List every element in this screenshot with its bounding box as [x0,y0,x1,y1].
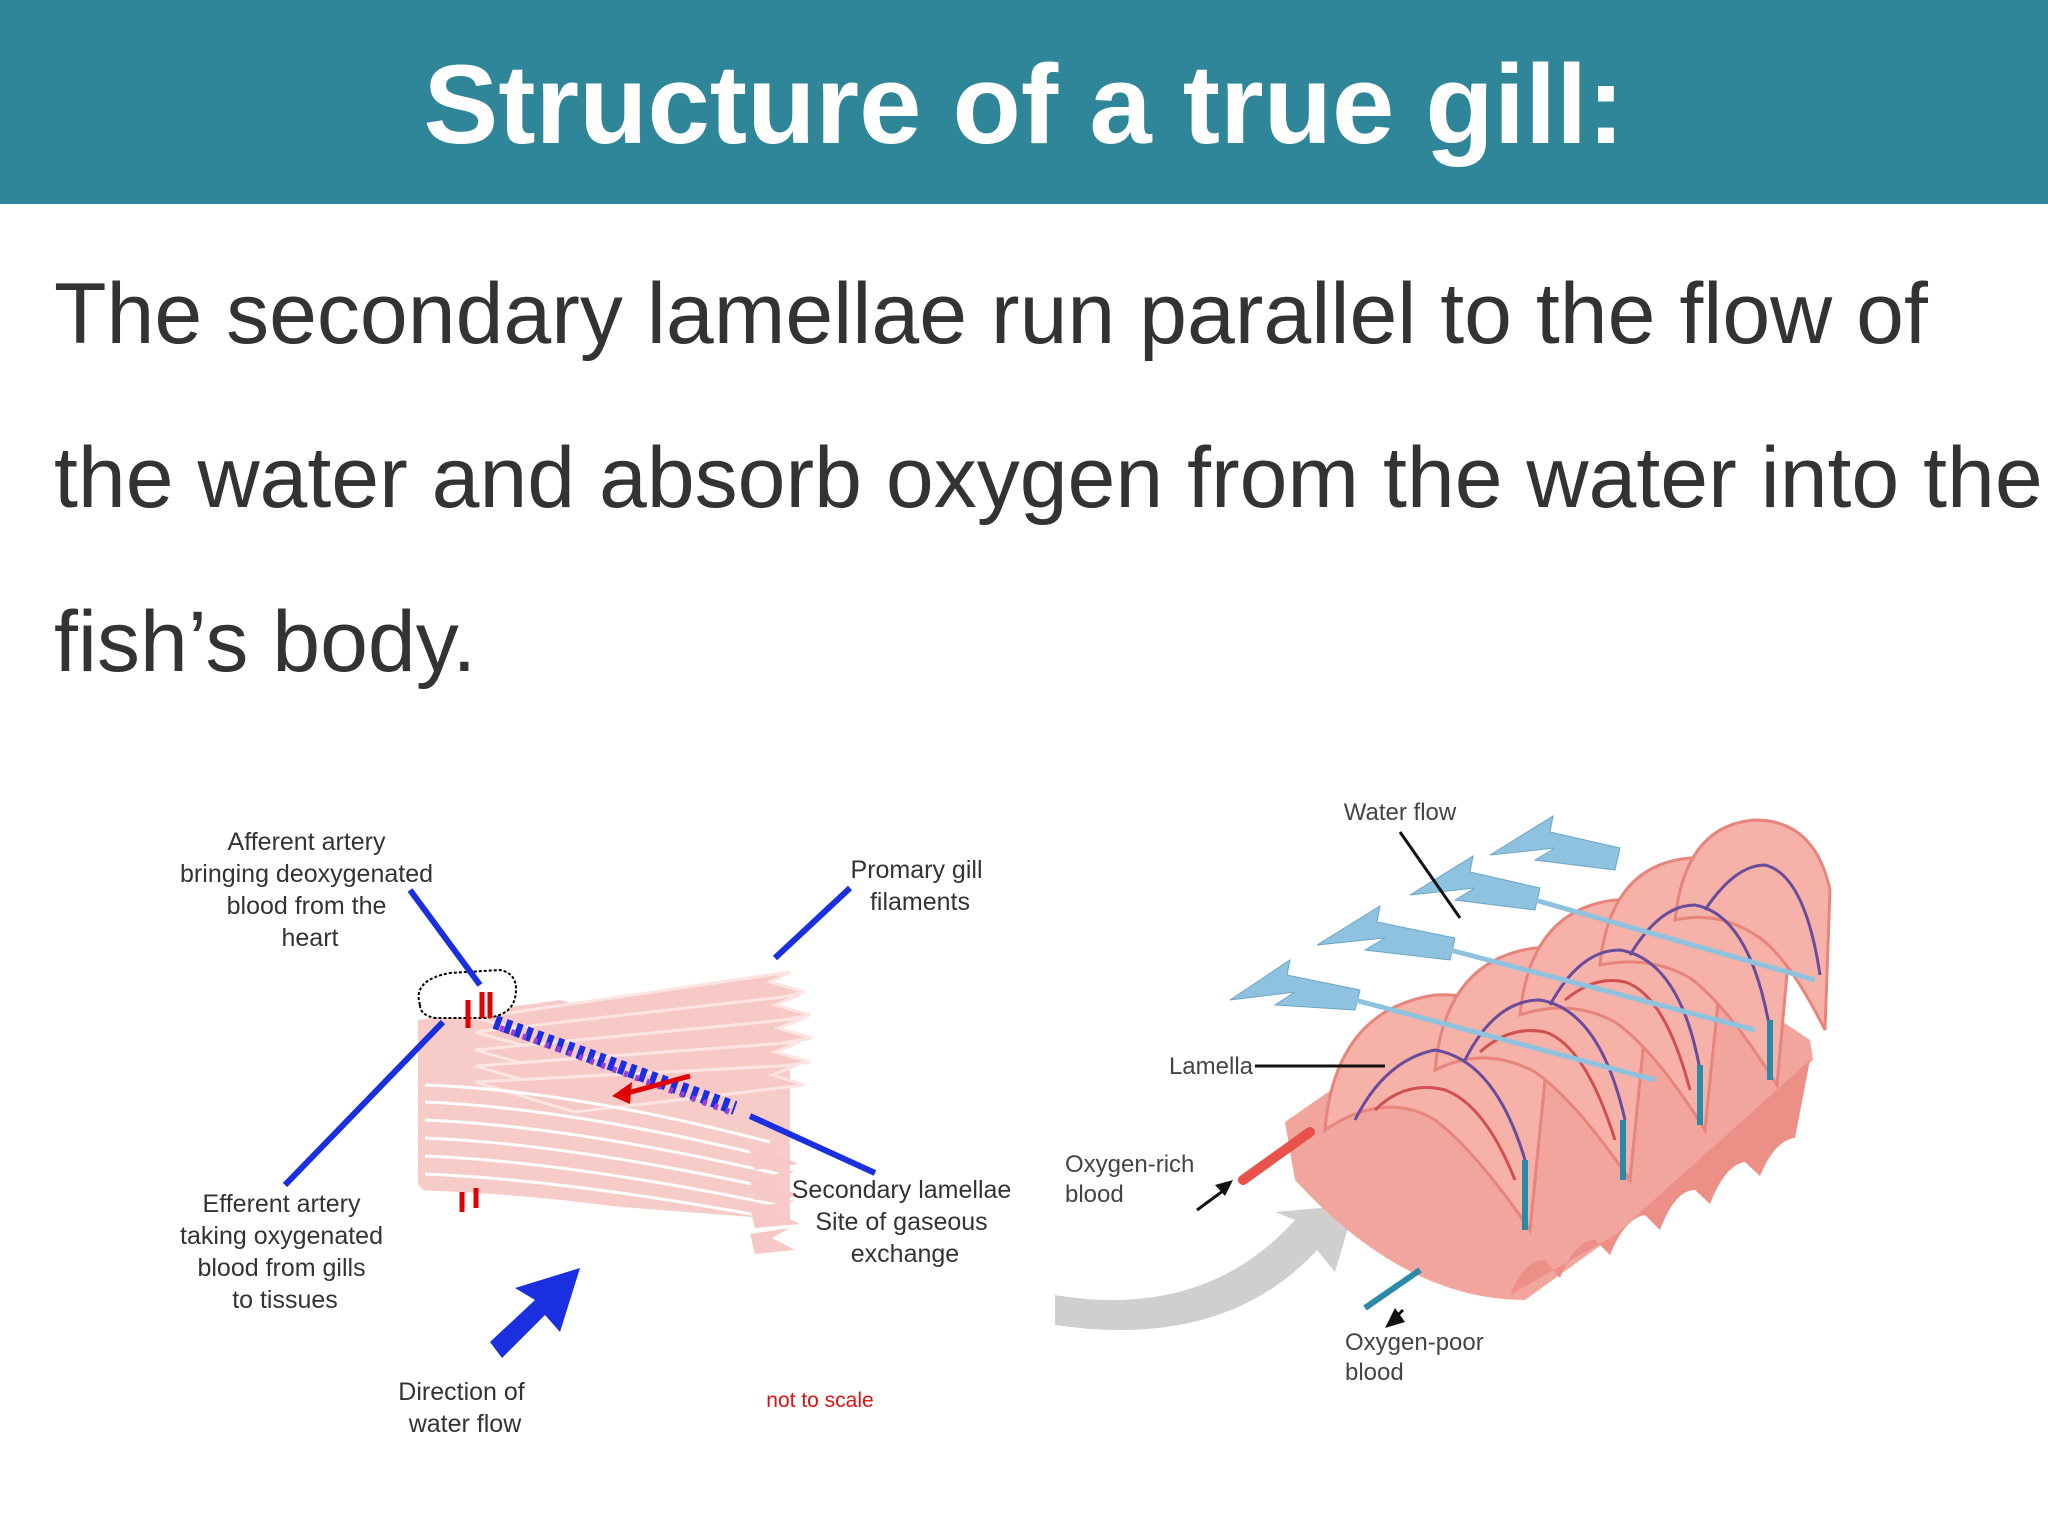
leader-lines [282,885,877,1188]
not-to-scale-note: not to scale [766,1389,873,1412]
oxygen-poor-arrowhead-icon [1385,1308,1405,1328]
lower-filament-tips [750,1138,800,1254]
afferent-label: Afferent artery bringing deoxygenated bl… [180,828,440,952]
grey-curved-arrow-icon [1055,1205,1355,1330]
water-direction-arrow-icon [490,1268,580,1358]
water-flow-label: Water flow [1344,799,1457,826]
oxygen-rich-arrowhead-icon [1215,1180,1233,1196]
oxygen-rich-label: Oxygen-rich blood [1065,1151,1201,1208]
primary-filaments-label: Promary gill filaments [851,856,990,916]
filament-ridges [424,1083,787,1236]
lamellae-blood-flow-diagram: Water flow Lamella Oxygen-rich blood Oxy… [1055,760,1835,1420]
artery-stubs [459,992,493,1212]
blood-flow-arrow-icon [619,1073,691,1098]
oxygen-poor-label: Oxygen-poor blood [1345,1329,1490,1386]
water-flow-arrows [1229,814,1621,1011]
efferent-label: Efferent artery taking oxygenated blood … [180,1190,390,1314]
water-flow-streaks [1354,897,1816,1083]
secondary-lamellae-label: Secondary lamellae Site of gaseous excha… [792,1176,1019,1268]
slide-title: Structure of a true gill: [423,42,1625,167]
water-direction-label: Direction of water flow [398,1378,531,1438]
title-bar [0,0,2048,204]
secondary-lamellae-band [492,1015,738,1115]
gill-filament-diagram: Afferent artery bringing deoxygenated bl… [150,760,1050,1470]
lamella-arches [1323,818,1832,1235]
capillary-networks [1353,863,1822,1181]
slide-body-text: The secondary lamellae run parallel to t… [54,266,2043,690]
lamella-label: Lamella [1169,1053,1254,1080]
oxygen-poor-vessels [1363,1020,1773,1311]
oxygen-rich-vessel [1238,1127,1315,1185]
